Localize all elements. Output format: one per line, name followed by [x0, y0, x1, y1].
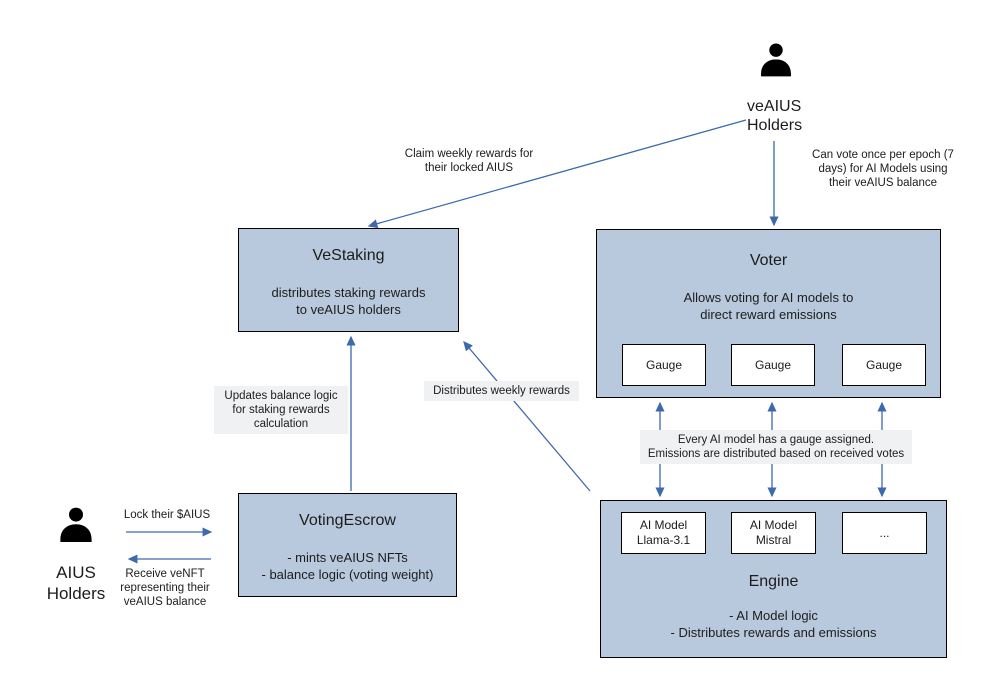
- vestaking-title: VeStaking: [312, 247, 385, 264]
- distributes-weekly-note: Distributes weekly rewards: [424, 381, 579, 401]
- voter-title: Voter: [749, 252, 788, 269]
- gauge-box-3: Gauge: [842, 344, 926, 386]
- vestaking-box: VeStaking distributes staking rewards to…: [238, 228, 459, 332]
- claim-weekly-label: Claim weekly rewards for their locked AI…: [404, 148, 534, 174]
- lock-aius-label: Lock their $AIUS: [123, 509, 211, 521]
- person-icon: [60, 507, 92, 542]
- votingescrow-body: - mints veAIUS NFTs - balance logic (vot…: [261, 550, 434, 582]
- voter-box: Voter Allows voting for AI models to dir…: [596, 229, 941, 398]
- ai-model-box-more: ...: [842, 512, 927, 554]
- engine-body: - AI Model logic - Distributes rewards a…: [670, 608, 877, 640]
- veaius-holders-label: veAIUS Holders: [747, 98, 803, 134]
- veaius-holders-actor: [753, 38, 799, 88]
- updates-balance-note: Updates balance logic for staking reward…: [214, 386, 348, 434]
- vestaking-body: distributes staking rewards to veAIUS ho…: [271, 285, 426, 317]
- gauge-box-1: Gauge: [622, 344, 706, 386]
- engine-title: Engine: [748, 573, 799, 590]
- votingescrow-box: VotingEscrow - mints veAIUS NFTs - balan…: [238, 493, 457, 597]
- ai-model-box-llama: AI Model Llama-3.1: [621, 512, 706, 554]
- can-vote-label: Can vote once per epoch (7 days) for AI …: [812, 149, 954, 189]
- every-ai-model-note: Every AI model has a gauge assigned. Emi…: [640, 430, 912, 464]
- engine-box: AI Model Llama-3.1 AI Model Mistral ... …: [600, 500, 947, 658]
- ai-model-box-mistral: AI Model Mistral: [731, 512, 816, 554]
- aius-holders-actor: [52, 502, 100, 554]
- votingescrow-title: VotingEscrow: [299, 512, 396, 529]
- aius-holders-label: AIUS Holders: [46, 563, 106, 603]
- arrow-engine-to-vestaking: [463, 341, 591, 492]
- person-icon: [761, 43, 791, 77]
- voter-body: Allows voting for AI models to direct re…: [683, 290, 854, 322]
- gauge-box-2: Gauge: [731, 344, 815, 386]
- receive-venft-label: Receive veNFT representing their veAIUS …: [120, 568, 210, 608]
